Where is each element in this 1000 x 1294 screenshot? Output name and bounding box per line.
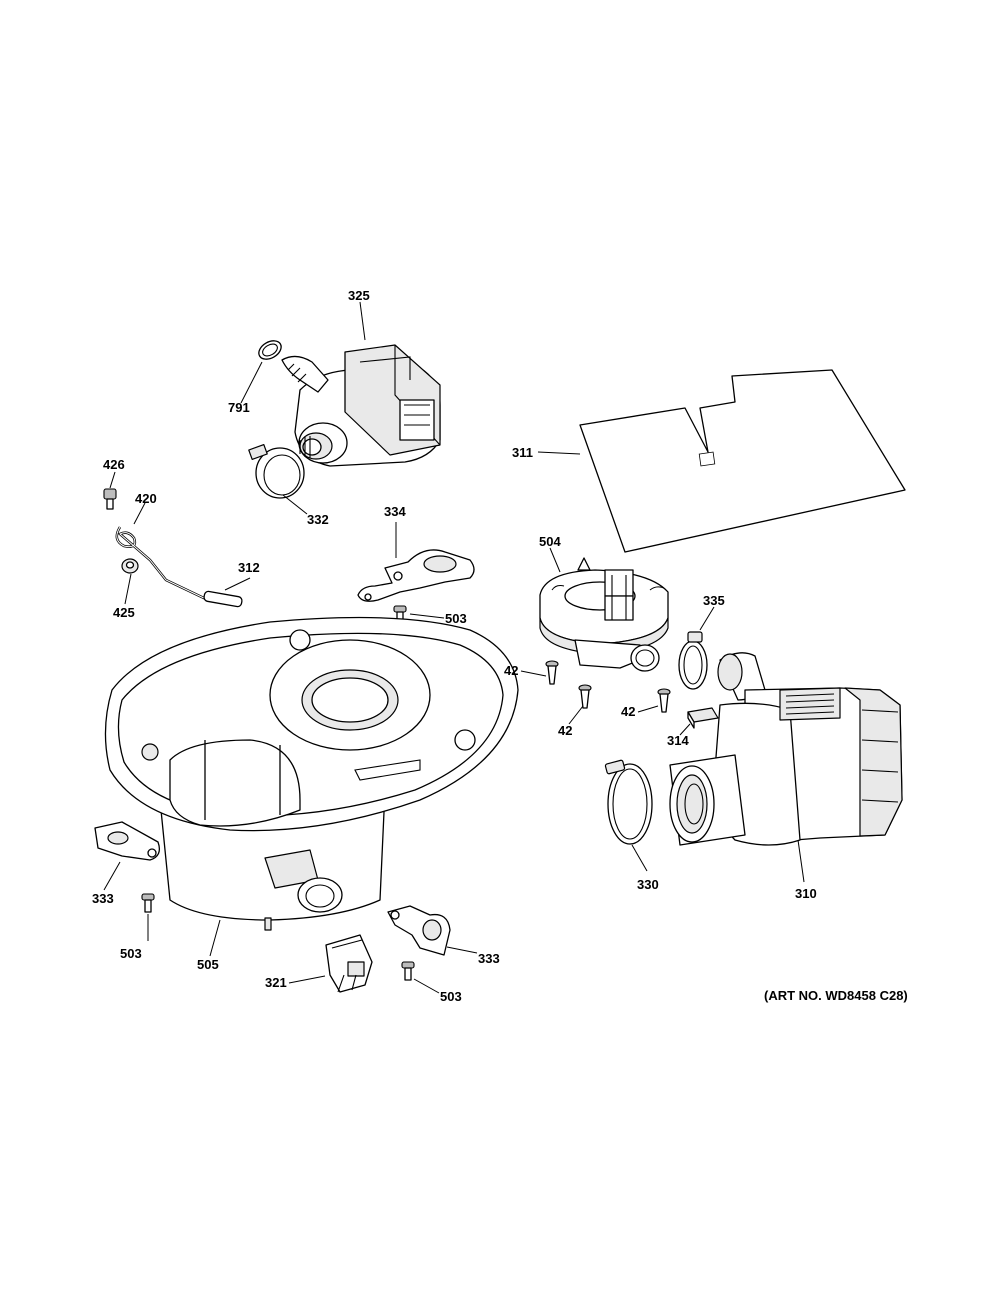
callout-334: 334 bbox=[384, 504, 406, 519]
callout-425: 425 bbox=[113, 605, 135, 620]
grommet-425[interactable] bbox=[121, 558, 139, 574]
hose-clamp-791[interactable] bbox=[256, 337, 285, 363]
callout-333-a: 333 bbox=[92, 891, 114, 906]
callout-426: 426 bbox=[103, 457, 125, 472]
callout-504: 504 bbox=[539, 534, 561, 549]
callout-42-c: 42 bbox=[621, 704, 635, 719]
bracket-334[interactable] bbox=[357, 549, 475, 602]
callout-310: 310 bbox=[795, 886, 817, 901]
insulation-pad-311[interactable] bbox=[579, 369, 906, 553]
circulation-pump-310[interactable] bbox=[669, 652, 903, 846]
callout-325: 325 bbox=[348, 288, 370, 303]
art-number: (ART NO. WD8458 C28) bbox=[764, 988, 908, 1003]
callout-42-a: 42 bbox=[504, 663, 518, 678]
leader-lines bbox=[103, 301, 805, 994]
bracket-333-b[interactable] bbox=[387, 905, 451, 956]
hose-clamp-335[interactable] bbox=[678, 631, 708, 690]
callout-791: 791 bbox=[228, 400, 250, 415]
callout-314: 314 bbox=[667, 733, 689, 748]
callout-330: 330 bbox=[637, 877, 659, 892]
diverter-504[interactable] bbox=[539, 557, 669, 672]
hose-clamp-332[interactable] bbox=[248, 443, 305, 499]
callout-503-c: 503 bbox=[440, 989, 462, 1004]
sump-505[interactable] bbox=[104, 616, 519, 931]
pad-314[interactable] bbox=[687, 707, 719, 729]
screw-426[interactable] bbox=[103, 488, 117, 510]
callout-42-b: 42 bbox=[558, 723, 572, 738]
callout-420: 420 bbox=[135, 491, 157, 506]
callout-335: 335 bbox=[703, 593, 725, 608]
callout-505: 505 bbox=[197, 957, 219, 972]
screw-42-a[interactable] bbox=[545, 660, 559, 685]
drain-pump-325[interactable] bbox=[281, 344, 441, 467]
screw-503-c[interactable] bbox=[401, 961, 415, 981]
callout-503-a: 503 bbox=[445, 611, 467, 626]
callout-312: 312 bbox=[238, 560, 260, 575]
sensor-tube-312[interactable] bbox=[203, 590, 243, 608]
callout-labels: 325 791 332 311 426 420 425 312 334 503 … bbox=[92, 288, 908, 1004]
pad-tab bbox=[698, 451, 716, 467]
callout-333-b: 333 bbox=[478, 951, 500, 966]
callout-332: 332 bbox=[307, 512, 329, 527]
turbidity-sensor-321[interactable] bbox=[325, 934, 373, 993]
callout-321: 321 bbox=[265, 975, 287, 990]
screw-42-c[interactable] bbox=[657, 688, 671, 713]
hose-clamp-330[interactable] bbox=[604, 759, 653, 845]
screw-503-b[interactable] bbox=[141, 893, 155, 913]
callout-311: 311 bbox=[512, 445, 533, 460]
wire-420[interactable] bbox=[115, 526, 209, 602]
screw-42-b[interactable] bbox=[578, 684, 592, 709]
callout-503-b: 503 bbox=[120, 946, 142, 961]
bracket-333-a[interactable] bbox=[94, 821, 161, 861]
